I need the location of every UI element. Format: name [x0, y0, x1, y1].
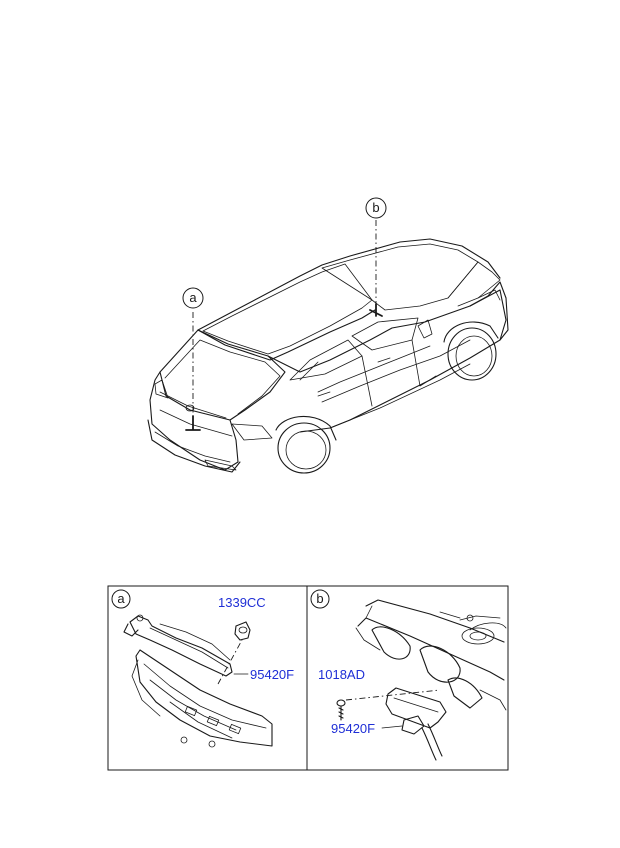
part-number-95420f-b: 95420F	[331, 721, 375, 736]
camera-module-95420f-drawing	[385, 687, 447, 761]
clip-leader	[217, 639, 243, 685]
harness-marker-b	[369, 303, 383, 317]
bolt-leader	[345, 689, 441, 701]
svg-text:b: b	[372, 200, 379, 215]
trunk-panel-drawing	[131, 649, 273, 748]
harness-marker-a	[185, 415, 201, 431]
detail-panel-a: a 1339CC 95420	[111, 589, 294, 748]
panel-a-badge-label: a	[117, 591, 125, 606]
detail-panel-b: b	[310, 589, 507, 761]
panel-b-badge-label: b	[316, 591, 323, 606]
panel-b-badge	[310, 589, 330, 609]
callout-b: b	[365, 197, 387, 219]
panel-a-badge	[111, 589, 131, 609]
part-number-1018ad: 1018AD	[318, 667, 365, 682]
clip-1339cc-drawing	[234, 621, 251, 641]
part-number-95420f-a: 95420F	[250, 667, 294, 682]
car-illustration	[147, 238, 509, 474]
rear-panel-structure-drawing	[355, 599, 507, 711]
trunk-harness-drawing	[123, 614, 233, 677]
part-number-1339cc: 1339CC	[218, 595, 266, 610]
bolt-1018ad-drawing	[336, 699, 346, 721]
module-label-leader	[381, 725, 403, 729]
callout-a: a	[182, 287, 204, 309]
svg-text:a: a	[189, 290, 197, 305]
detail-frame	[107, 585, 509, 771]
